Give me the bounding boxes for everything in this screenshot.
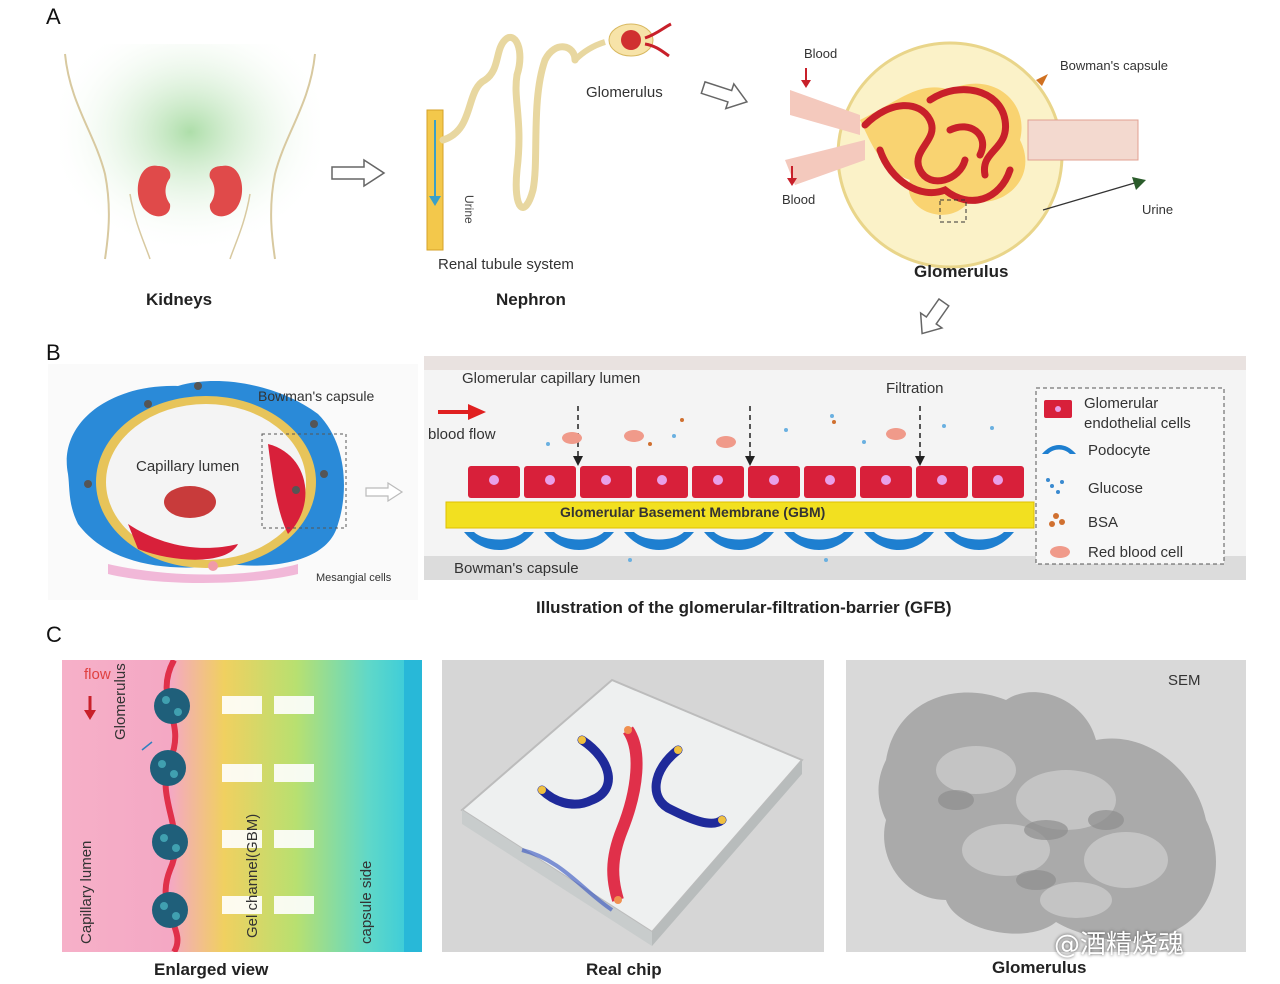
glomerulus-illustration bbox=[785, 41, 1146, 269]
legend-podocyte: Podocyte bbox=[1088, 442, 1151, 459]
gfb-illustration bbox=[424, 356, 1246, 580]
legend-rbc: Red blood cell bbox=[1088, 544, 1184, 561]
legend-bsa: BSA bbox=[1088, 514, 1119, 531]
gel-channel-vertical-label: Gel channel(GBM) bbox=[244, 813, 261, 938]
arrow-down-left-icon bbox=[919, 298, 950, 335]
urine-label: Urine bbox=[1142, 202, 1174, 217]
panel-letter-b: B bbox=[46, 340, 61, 365]
capsule-side-vertical-label: capsule side bbox=[358, 860, 375, 944]
filtration-label: Filtration bbox=[886, 380, 944, 397]
gfb-caption: Illustration of the glomerular-filtratio… bbox=[536, 598, 952, 617]
real-chip-caption: Real chip bbox=[586, 960, 662, 979]
real-chip-image bbox=[442, 660, 824, 952]
bowmans-capsule-bottom-label: Bowman's capsule bbox=[454, 560, 579, 577]
glomerulus-vertical-label: Glomerulus bbox=[112, 663, 129, 740]
capillary-lumen-vertical-label: Capillary lumen bbox=[78, 840, 95, 944]
legend-endothelial: Glomerular endothelial cells bbox=[1084, 395, 1191, 432]
bowmans-capsule-label-a: Bowman's capsule bbox=[1060, 58, 1168, 73]
watermark: @酒精烧魂 bbox=[1054, 930, 1185, 960]
blood-top-label: Blood bbox=[804, 46, 838, 61]
glomerulus-caption-a: Glomerulus bbox=[914, 262, 1009, 281]
kidneys-caption: Kidneys bbox=[146, 290, 213, 309]
capillary-lumen-title: Glomerular capillary lumen bbox=[462, 370, 641, 387]
arrow-right-icon bbox=[700, 80, 749, 110]
enlarged-view-caption: Enlarged view bbox=[154, 960, 269, 979]
sem-image bbox=[846, 660, 1246, 952]
mesangial-cells-label: Mesangial cells bbox=[316, 572, 392, 584]
nephron-caption: Nephron bbox=[496, 290, 566, 309]
blood-flow-label: blood flow bbox=[428, 426, 496, 443]
urine-vertical-label: Urine bbox=[462, 195, 476, 224]
bowmans-capsule-label-b: Bowman's capsule bbox=[258, 388, 375, 404]
left-kidney bbox=[137, 165, 171, 217]
right-kidney bbox=[209, 165, 243, 217]
legend-glucose: Glucose bbox=[1088, 480, 1144, 497]
capillary-cross-section bbox=[48, 364, 418, 600]
blood-bottom-label: Blood bbox=[782, 192, 816, 207]
arrow-right-icon bbox=[365, 482, 404, 502]
kidneys-illustration bbox=[60, 44, 320, 264]
arrow-right-icon bbox=[331, 158, 386, 188]
flow-label: flow bbox=[84, 666, 111, 683]
renal-tubule-label: Renal tubule system bbox=[438, 256, 574, 273]
enlarged-view-image bbox=[62, 660, 422, 952]
panel-letter-a: A bbox=[46, 4, 61, 29]
gbm-label: Glomerular Basement Membrane (GBM) bbox=[560, 504, 826, 520]
nephron-illustration: Urine bbox=[426, 22, 672, 251]
glomerulus-caption-c: Glomerulus bbox=[992, 958, 1087, 977]
sem-label: SEM bbox=[1168, 672, 1201, 689]
glomerulus-label: Glomerulus bbox=[586, 84, 663, 101]
panel-letter-c: C bbox=[46, 622, 62, 647]
capillary-lumen-label: Capillary lumen bbox=[136, 458, 240, 475]
